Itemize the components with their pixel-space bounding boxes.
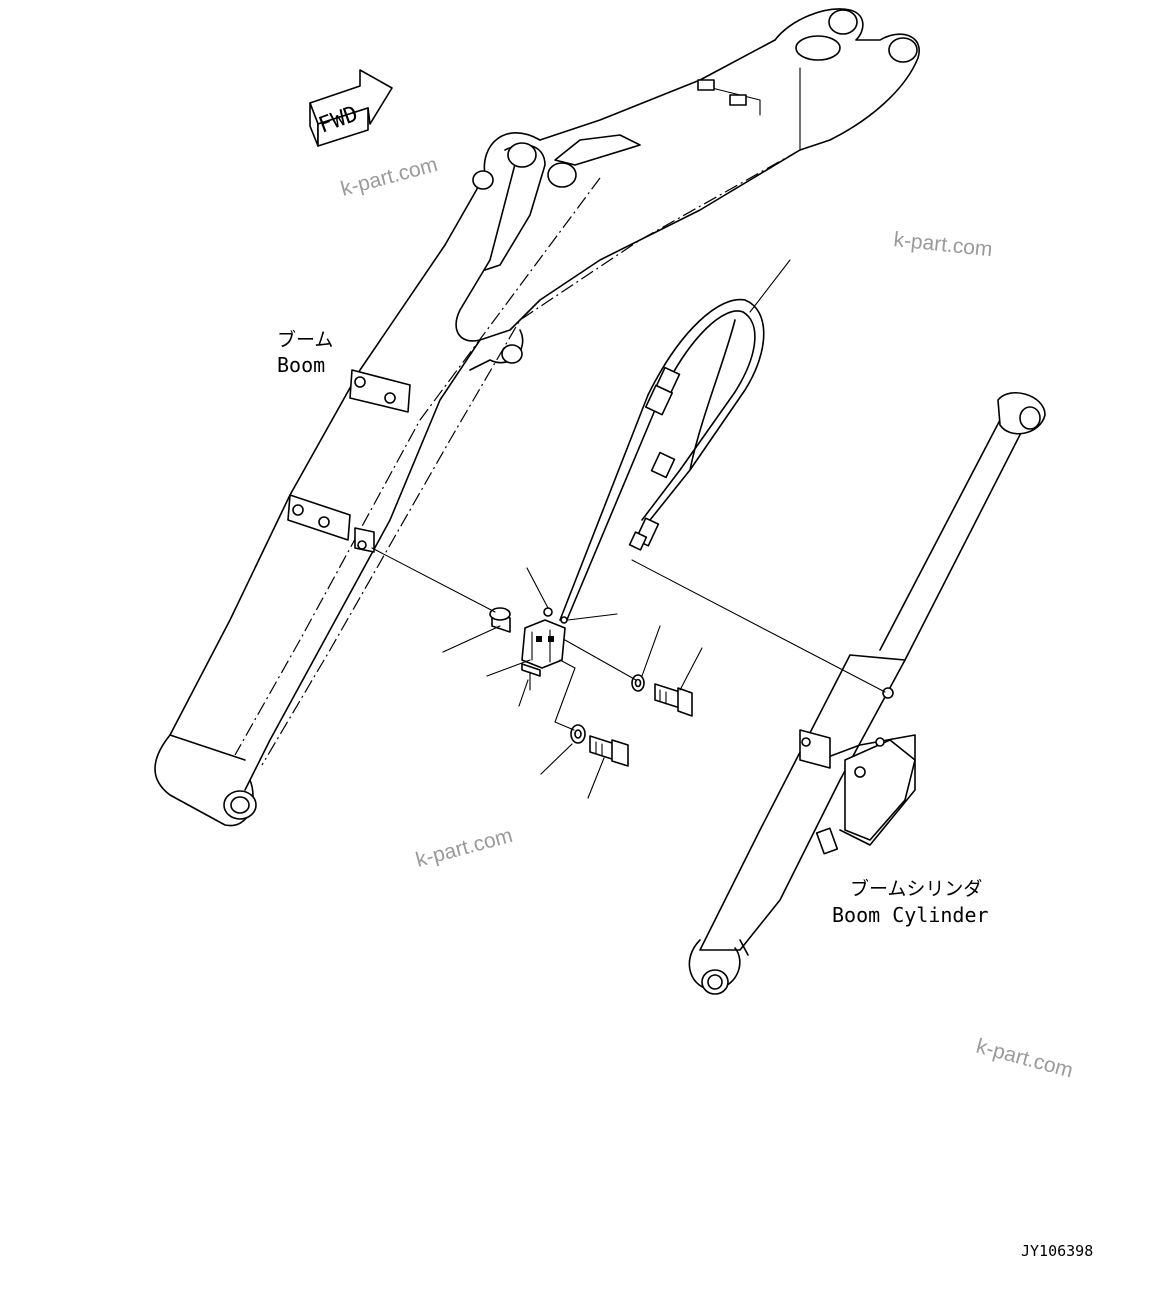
cylinder-label-en: Boom Cylinder <box>832 903 989 927</box>
collar-part <box>442 607 511 653</box>
drawing-id: JY106398 <box>1021 1242 1093 1260</box>
watermark-2: k-part.com <box>892 228 993 261</box>
washer-lower <box>540 724 586 775</box>
boom-drawing: ブーム Boom <box>154 8 920 827</box>
boom-bracket-upper <box>349 369 411 413</box>
exploded-parts <box>371 547 886 799</box>
boom-label-en: Boom <box>277 353 325 377</box>
small-bolt-part <box>486 659 541 707</box>
watermark-1: k-part.com <box>338 153 440 201</box>
washer-upper <box>631 625 661 692</box>
cylinder-label-jp: ブームシリンダ <box>850 877 982 900</box>
bolt-lower <box>587 735 629 799</box>
boom-label-jp: ブーム <box>277 328 333 351</box>
clamp-part <box>521 619 566 669</box>
fwd-arrow-icon: FWD <box>309 69 393 147</box>
boom-cylinder-drawing: ブームシリンダ Boom Cylinder <box>688 391 1046 995</box>
watermark-3: k-part.com <box>413 824 515 872</box>
watermark-4: k-part.com <box>974 1035 1076 1083</box>
boom-bracket-lower <box>287 494 375 553</box>
hose-assembly <box>559 259 791 623</box>
bolt-upper <box>654 647 703 717</box>
